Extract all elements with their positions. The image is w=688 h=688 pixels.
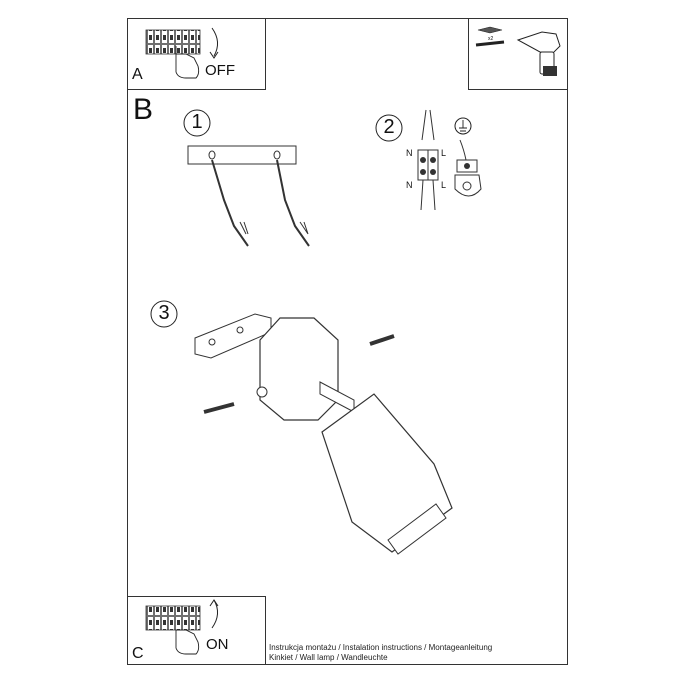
breaker-box-off-icon (145, 29, 201, 79)
arrow-down-icon (211, 27, 218, 57)
step-2-wiring (375, 109, 482, 211)
drill-icon (516, 31, 561, 76)
step-3-number: 3 (158, 302, 170, 324)
tool-quantity-label: x2 (488, 36, 494, 42)
wire-n-bottom: N (406, 180, 413, 190)
step-3-fixture-assembly (150, 300, 453, 555)
wire-l-bottom: L (441, 180, 447, 190)
wire-l-top: L (441, 148, 447, 158)
panel-a-letter: A (132, 66, 143, 83)
caption-line-1: Instrukcja montażu / Instalation instruc… (269, 643, 493, 652)
breaker-box-on-icon (145, 605, 201, 655)
switch-on-label: ON (206, 636, 229, 653)
instruction-sheet-frame (127, 18, 568, 665)
caption-line-2: Kinkiet / Wall lamp / Wandleuchte (269, 653, 388, 662)
wire-n-top: N (406, 148, 413, 158)
switch-off-label: OFF (205, 62, 235, 79)
wall-plug-icon (475, 26, 505, 47)
panel-c-letter: C (132, 645, 144, 662)
panel-b-letter: B (133, 93, 154, 126)
step-1-mounting-plate (183, 109, 310, 247)
step-1-number: 1 (191, 111, 203, 133)
step-2-number: 2 (383, 116, 395, 138)
